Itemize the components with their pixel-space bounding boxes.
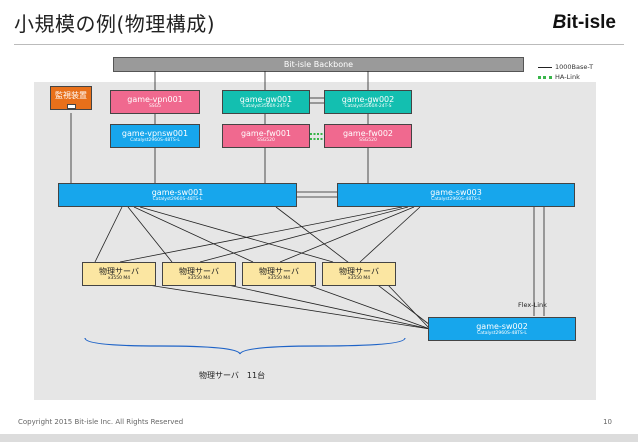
legend-copper: 1000Base-T (538, 62, 593, 72)
node-sw1: game-sw001 Catalyst2960S-48TS-L (58, 183, 297, 207)
flex-link-label: Flex-Link (518, 301, 547, 309)
copyright: Copyright 2015 Bit-isle Inc. All Rights … (18, 418, 184, 426)
legend: 1000Base-T HA-Link (538, 62, 593, 82)
node-fw2: game-fw002 SSG520 (324, 124, 412, 148)
company-logo: Bit-isle (553, 12, 616, 34)
server-4: 物理サーバ x3550 M4 (322, 262, 396, 286)
node-sw2: game-sw002 Catalyst2960S-48TS-L (428, 317, 576, 341)
bottom-bar (0, 434, 638, 442)
node-vpn: game-vpn001 SSG5 (110, 90, 200, 114)
node-vpnsw: game-vpnsw001 Catalyst2960S-48TS-L (110, 124, 200, 148)
node-sw3: game-sw003 Catalyst2960S-48TS-L (337, 183, 575, 207)
node-fw1: game-fw001 SSG520 (222, 124, 310, 148)
server-2: 物理サーバ x3550 M4 (162, 262, 236, 286)
node-gw1: game-gw001 Catalyst3560X-24T-S (222, 90, 310, 114)
ha-link-icon (538, 75, 552, 79)
node-gw2: game-gw002 Catalyst3560X-24T-S (324, 90, 412, 114)
legend-ha: HA-Link (538, 72, 593, 82)
title-divider (14, 44, 624, 45)
logo-text: it-isle (566, 12, 616, 33)
server-3: 物理サーバ x3550 M4 (242, 262, 316, 286)
server-count-label: 物理サーバ 11台 (199, 371, 266, 380)
page-number: 10 (603, 418, 612, 426)
port (67, 104, 76, 109)
logo-mark: B (552, 12, 567, 33)
slide-title: 小規模の例(物理構成) (14, 12, 216, 36)
copper-line-icon (538, 66, 552, 68)
server-1: 物理サーバ x3550 M4 (82, 262, 156, 286)
backbone-bar: Bit-isle Backbone (113, 57, 524, 72)
